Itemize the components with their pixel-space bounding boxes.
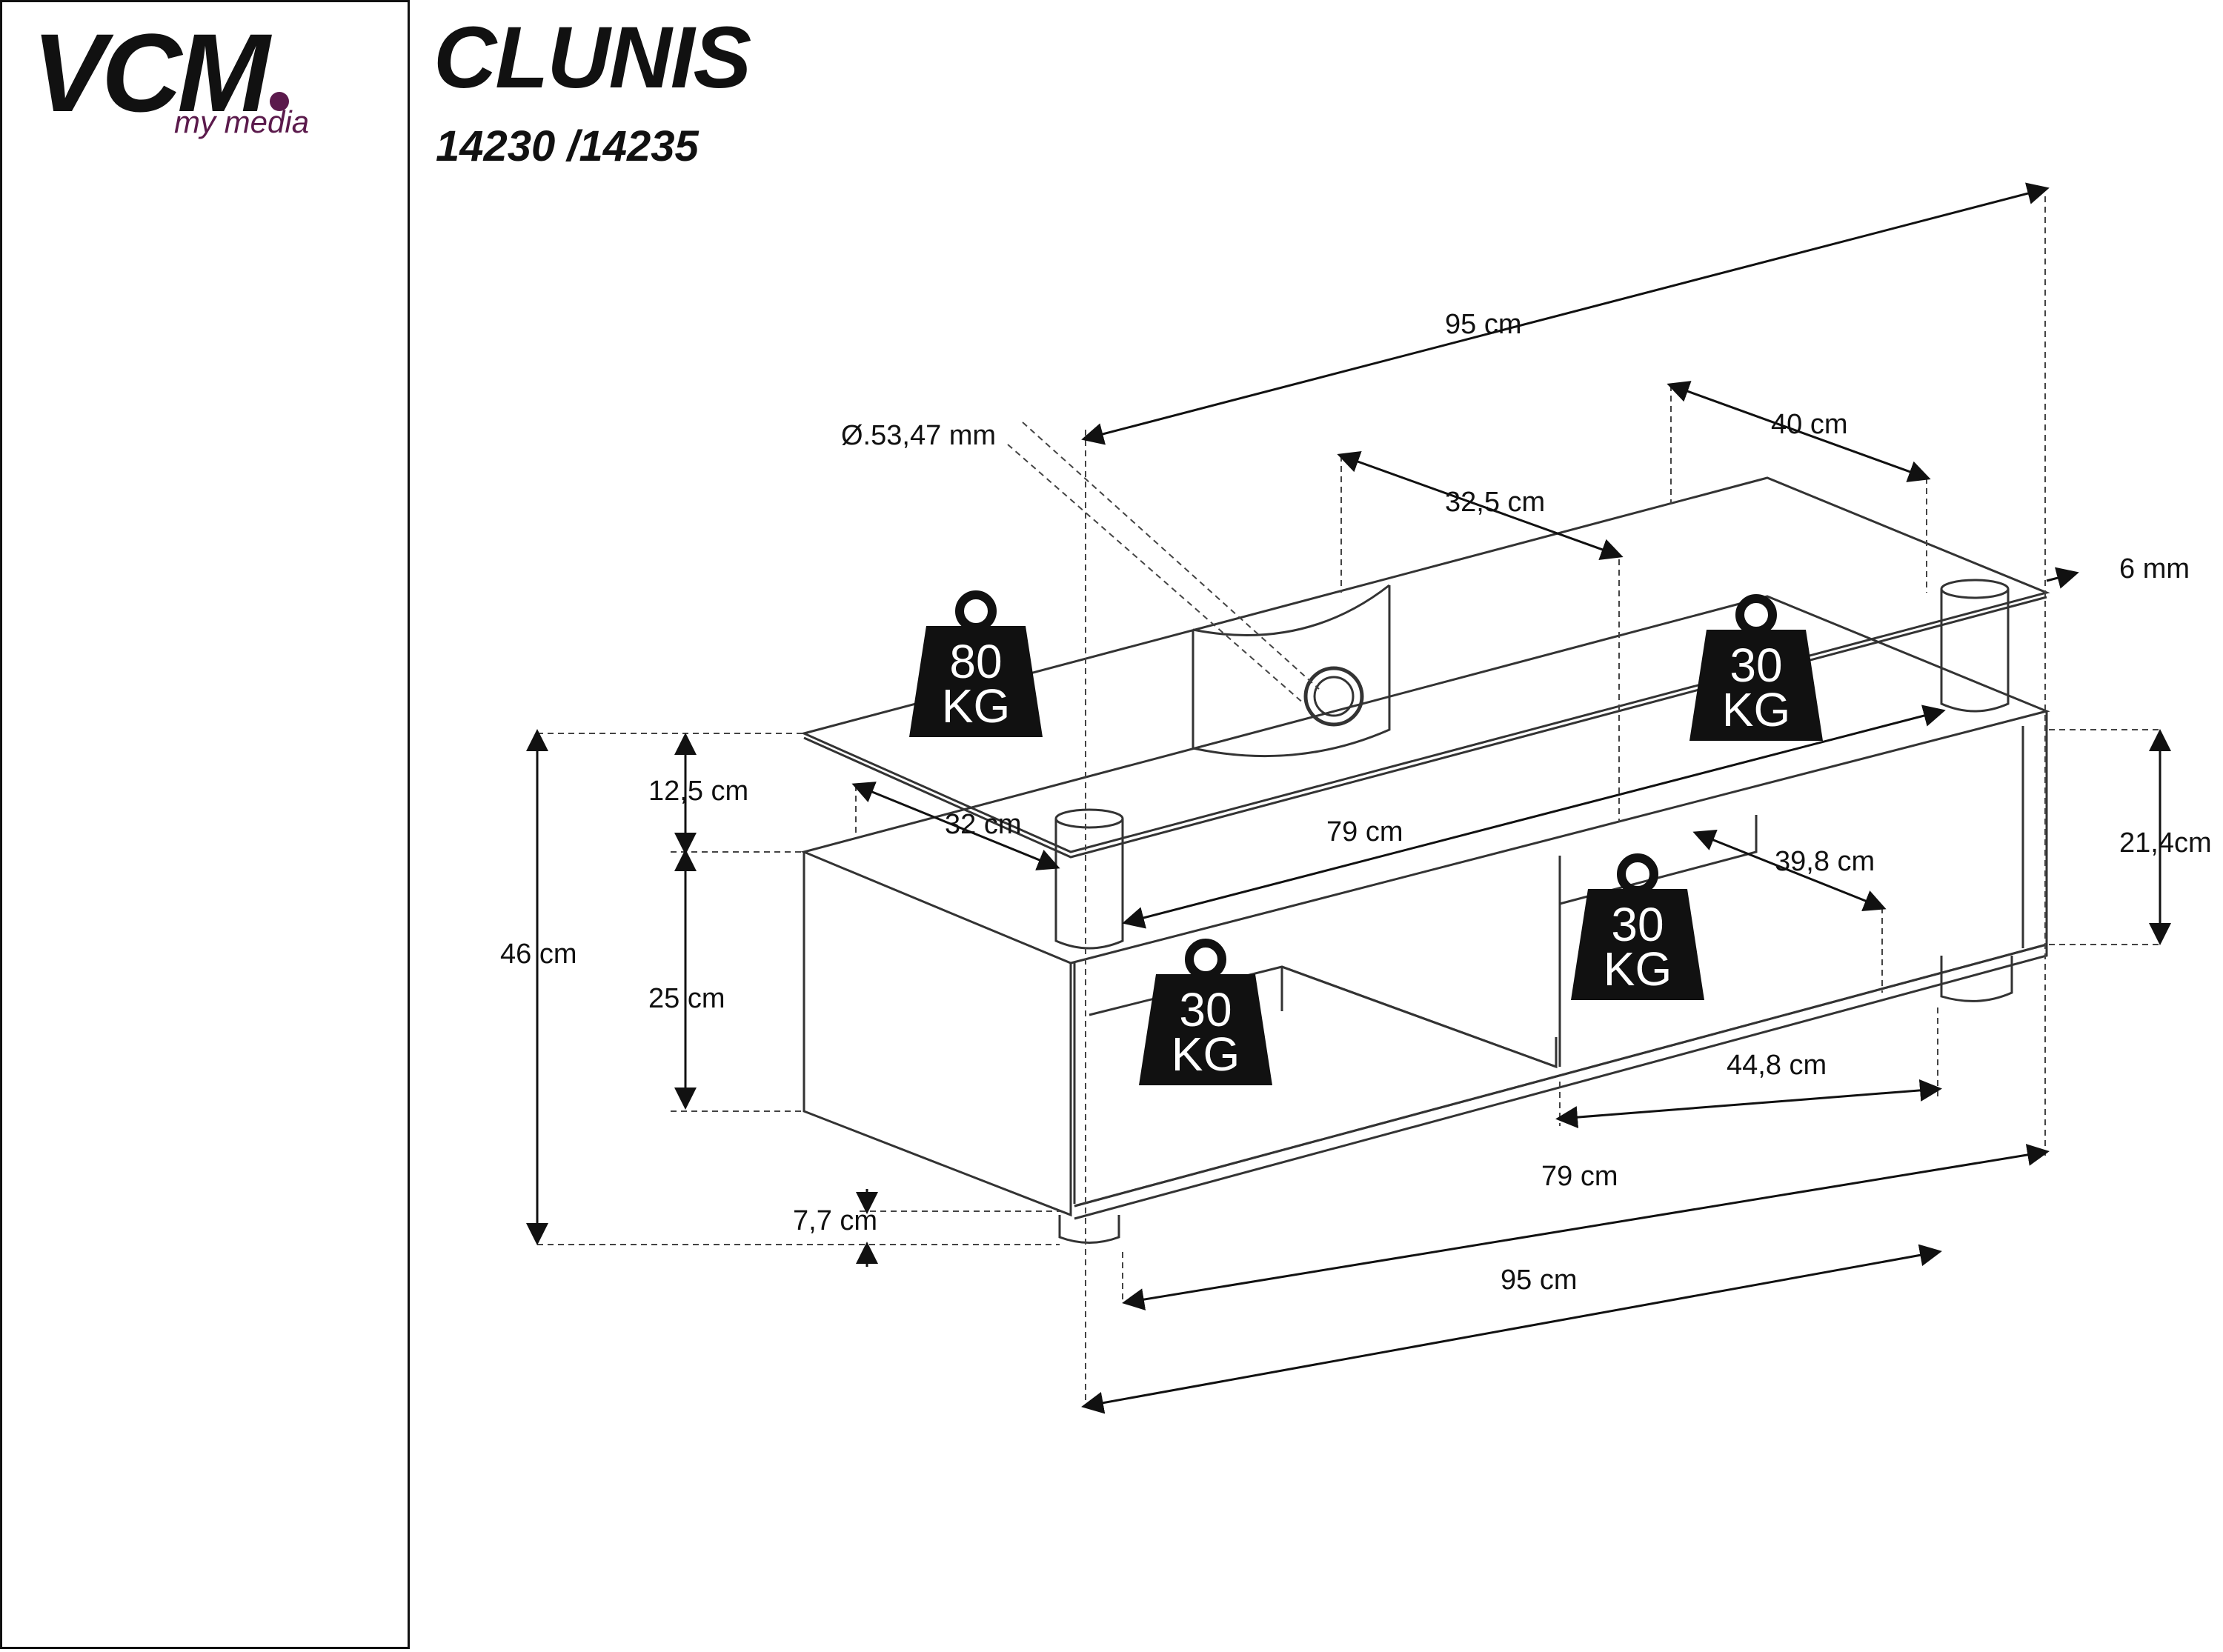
label-total-height: 46 cm <box>500 939 576 970</box>
label-glass-thickness: 6 mm <box>2119 553 2190 584</box>
dimension-arrows <box>526 182 2171 1414</box>
label-cable-hole: Ø.53,47 mm <box>841 420 996 451</box>
weight-icon: 80 KG <box>909 590 1043 737</box>
label-hole-offset: 32,5 cm <box>1445 487 1545 518</box>
product-title: CLUNIS <box>433 9 751 107</box>
weight-middle-unit: KG <box>1604 942 1672 996</box>
weight-glass-left-value: 80 <box>949 635 1002 688</box>
weight-icon: 30 KG <box>1689 594 1823 741</box>
logo-subtitle: my media <box>174 104 310 139</box>
label-base-width: 95 cm <box>1501 1265 1577 1296</box>
label-foot-height: 7,7 cm <box>793 1205 877 1236</box>
weight-icon: 30 KG <box>1571 853 1704 1000</box>
dimension-labels: 95 cm 40 cm Ø.53,47 mm 32,5 cm 6 mm 12,5… <box>500 309 2212 1296</box>
label-glass-inner-width: 79 cm <box>1326 816 1403 847</box>
logo-text: VCM <box>32 10 270 135</box>
weight-bottom-value: 30 <box>1179 983 1232 1036</box>
logo-dot <box>270 92 290 111</box>
product-codes: 14230 /14235 <box>436 122 699 170</box>
weight-glass-right-value: 30 <box>1729 639 1782 692</box>
label-glass-inner-depth: 32 cm <box>945 809 1021 840</box>
weight-glass-right-unit: KG <box>1722 683 1790 736</box>
weight-glass-left-unit: KG <box>942 679 1010 733</box>
extension-lines <box>537 196 2160 1408</box>
weight-middle-value: 30 <box>1611 898 1664 951</box>
label-top-depth: 40 cm <box>1771 409 1847 440</box>
side-panel: VCM my media <box>0 0 410 1649</box>
brand-logo: VCM my media <box>32 17 309 139</box>
label-upper-gap: 12,5 cm <box>648 776 748 807</box>
label-top-width: 95 cm <box>1445 309 1521 340</box>
label-compartment-width: 44,8 cm <box>1727 1050 1827 1081</box>
label-shelf-depth: 39,8 cm <box>1775 846 1875 877</box>
weight-icon: 30 KG <box>1139 939 1272 1085</box>
label-base-inner-width: 79 cm <box>1541 1161 1618 1192</box>
weight-bottom-unit: KG <box>1172 1027 1240 1081</box>
label-cabinet-height: 25 cm <box>648 983 725 1014</box>
label-right-height: 21,4cm <box>2119 827 2212 859</box>
